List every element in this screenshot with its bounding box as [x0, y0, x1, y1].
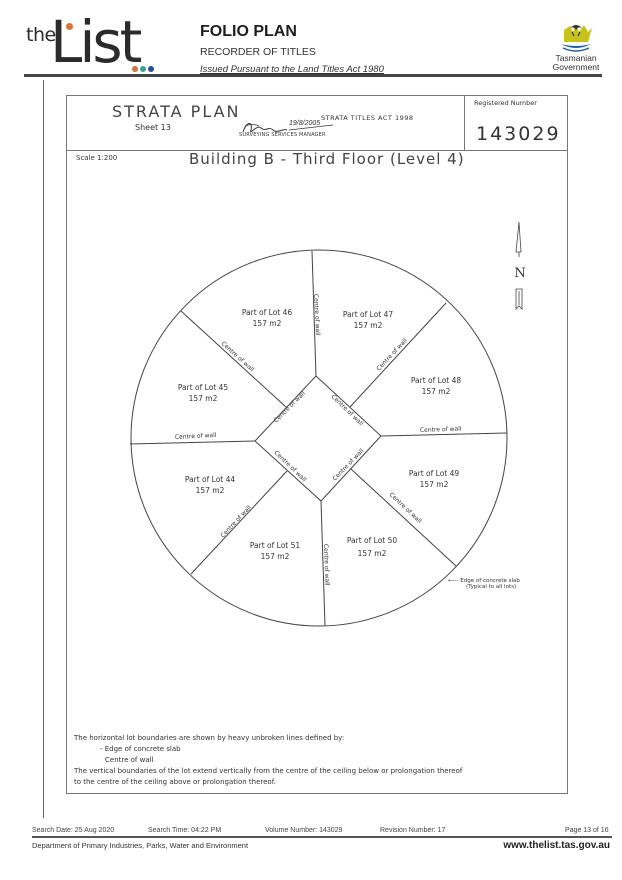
lot-boundary-walls: [129, 250, 508, 627]
north-arrow-icon: N: [514, 221, 526, 310]
signatory-role: SURVEYING SERVICES MANAGER: [239, 132, 326, 138]
search-time: Search Time: 04:22 PM: [148, 827, 222, 834]
svg-text:Centre of wall: Centre of wall: [312, 294, 321, 336]
svg-text:Part of Lot 51: Part of Lot 51: [250, 541, 301, 550]
strata-plan-frame: STRATA PLAN Sheet 13 19/8/2005 SURVEYING…: [66, 95, 568, 794]
svg-text:157 m2: 157 m2: [196, 486, 225, 495]
svg-text:157 m2: 157 m2: [420, 480, 449, 489]
svg-text:Part of Lot 46: Part of Lot 46: [242, 308, 293, 317]
registered-number-label: Registered Number: [474, 99, 537, 107]
title-block-divider: [464, 96, 465, 150]
scale-label: Scale 1:200: [76, 154, 118, 162]
plan-title-block: STRATA PLAN Sheet 13 19/8/2005 SURVEYING…: [67, 96, 567, 151]
svg-text:Centre of wall: Centre of wall: [219, 504, 253, 539]
note-line-5: to the centre of the ceiling above or pr…: [74, 778, 276, 786]
svg-text:157 m2: 157 m2: [253, 319, 282, 328]
tasmanian-government-logo: Tasmanian Government: [548, 20, 604, 76]
footer-divider: [32, 836, 612, 838]
svg-text:Part of Lot 48: Part of Lot 48: [411, 376, 462, 385]
gov-logo-line2: Government: [552, 62, 600, 72]
gov-logo-line1: Tasmanian: [555, 53, 597, 63]
svg-text:←--- Edge of concrete slab: ←--- Edge of concrete slab: [448, 578, 520, 584]
registered-number: 143029: [476, 123, 561, 145]
tasmanian-tiger-emblem-icon: [558, 20, 594, 54]
svg-text:157 m2: 157 m2: [358, 549, 387, 558]
website-link[interactable]: www.thelist.tas.gov.au: [503, 840, 610, 851]
floor-plan-drawing: Centre of wall Centre of wall Centre of …: [129, 221, 526, 627]
slab-annotation: ←--- Edge of concrete slab (Typical to a…: [448, 578, 520, 590]
logo-list-text: List: [50, 8, 142, 76]
logo-the-text: the: [26, 24, 56, 46]
signature-icon: [242, 123, 334, 133]
revision-number: Revision Number: 17: [380, 827, 446, 834]
central-core: [254, 375, 382, 502]
concrete-slab-edge: [130, 249, 508, 627]
svg-text:Part of Lot 47: Part of Lot 47: [343, 310, 394, 319]
note-line-1: The horizontal lot boundaries are shown …: [74, 734, 345, 742]
svg-text:157 m2: 157 m2: [354, 321, 383, 330]
svg-text:157 m2: 157 m2: [189, 394, 218, 403]
sheet-number: Sheet 13: [135, 123, 171, 132]
note-line-4: The vertical boundaries of the lot exten…: [74, 767, 463, 775]
svg-text:(Typical to all lots): (Typical to all lots): [466, 584, 516, 590]
svg-text:Centre of wall: Centre of wall: [175, 432, 217, 441]
svg-text:Part of Lot 44: Part of Lot 44: [185, 475, 236, 484]
margin-rule: [43, 80, 44, 818]
svg-text:157 m2: 157 m2: [422, 387, 451, 396]
svg-text:Centre of wall: Centre of wall: [330, 393, 365, 427]
svg-text:Part of Lot 50: Part of Lot 50: [347, 536, 398, 545]
issued-statement: Issued Pursuant to the Land Titles Act 1…: [200, 64, 384, 75]
volume-number: Volume Number: 143029: [265, 827, 343, 834]
svg-text:Part of Lot 49: Part of Lot 49: [409, 469, 460, 478]
svg-text:Centre of wall: Centre of wall: [273, 449, 308, 483]
page-subtitle: RECORDER OF TITLES: [200, 46, 316, 58]
svg-text:Centre of wall: Centre of wall: [375, 337, 409, 372]
header-divider: [24, 74, 602, 77]
logo-dots-icon: [132, 66, 154, 72]
lot-labels: Part of Lot 46 157 m2 Part of Lot 47 157 m…: [178, 308, 462, 561]
svg-text:Centre of wall: Centre of wall: [272, 390, 307, 425]
logo-i-dot: [66, 23, 73, 30]
act-reference: STRATA TITLES ACT 1998: [321, 114, 414, 122]
boundary-notes: The horizontal lot boundaries are shown …: [74, 733, 462, 788]
search-date: Search Date: 25 Aug 2020: [32, 827, 115, 834]
building-title: Building B - Third Floor (Level 4): [189, 150, 465, 168]
document-header: the List FOLIO PLAN RECORDER OF TITLES I…: [0, 0, 622, 80]
svg-text:N: N: [514, 266, 525, 281]
svg-text:Part of Lot 45: Part of Lot 45: [178, 383, 229, 392]
wall-labels: Centre of wall Centre of wall Centre of …: [175, 294, 462, 586]
page-indicator: Page 13 of 16: [565, 827, 609, 834]
svg-text:Centre of wall: Centre of wall: [220, 340, 256, 373]
signature-date: 19/8/2005: [289, 120, 321, 127]
page-title: FOLIO PLAN: [200, 23, 297, 40]
department-name: Department of Primary Industries, Parks,…: [32, 841, 249, 850]
svg-text:Centre of wall: Centre of wall: [322, 544, 330, 586]
svg-text:Centre of wall: Centre of wall: [420, 426, 462, 434]
note-line-2: - Edge of concrete slab: [100, 745, 181, 753]
thelist-logo: the List: [26, 12, 166, 76]
svg-text:157 m2: 157 m2: [261, 552, 290, 561]
strata-plan-title: STRATA PLAN: [112, 102, 241, 121]
note-line-3: Centre of wall: [105, 756, 154, 764]
